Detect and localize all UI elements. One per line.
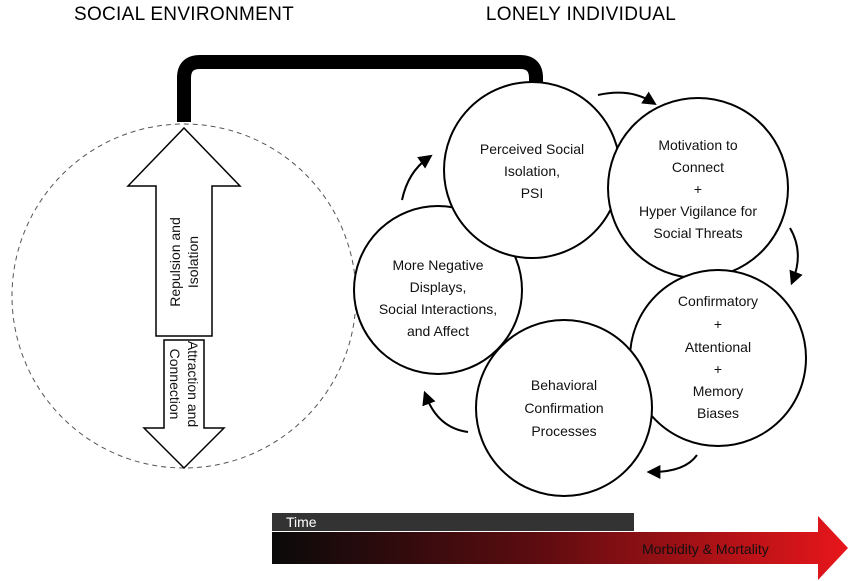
svg-text:Isolation: Isolation	[185, 236, 201, 288]
attraction-connection-label: Attraction and Connection	[167, 341, 201, 427]
svg-text:More Negative: More Negative	[392, 257, 483, 273]
psi-text: Perceived Social Isolation, PSI	[480, 141, 584, 201]
svg-text:Attraction and: Attraction and	[185, 341, 201, 427]
cycle-arrow-motivation-to-biases	[789, 227, 803, 286]
svg-text:Connect: Connect	[672, 159, 724, 175]
svg-text:Confirmation: Confirmation	[524, 400, 603, 416]
social-environment-header: SOCIAL ENVIRONMENT	[74, 4, 294, 25]
outcome-label: Morbidity & Mortality	[642, 541, 769, 557]
negative-displays-text: More Negative Displays, Social Interacti…	[379, 257, 497, 339]
motivation-text: Motivation to Connect + Hyper Vigilance …	[639, 137, 757, 241]
svg-text:+: +	[714, 361, 722, 377]
morbidity-mortality-arrow	[272, 516, 848, 580]
time-bar	[272, 513, 634, 531]
svg-text:+: +	[714, 316, 722, 332]
lonely-individual-header: LONELY INDIVIDUAL	[486, 4, 676, 25]
svg-text:Social Interactions,: Social Interactions,	[379, 301, 497, 317]
cycle-arrow-biases-to-behavioral	[646, 454, 698, 479]
connector-arrow	[177, 55, 543, 122]
svg-text:Confirmatory: Confirmatory	[678, 293, 758, 309]
svg-text:Motivation to: Motivation to	[658, 137, 738, 153]
svg-text:Attentional: Attentional	[685, 339, 751, 355]
cycle-arrow-negative-to-psi	[401, 154, 433, 201]
behavioral-circle	[475, 319, 653, 497]
time-label: Time	[286, 514, 317, 530]
repulsion-isolation-arrow	[126, 126, 242, 337]
negative-displays-circle	[353, 205, 523, 375]
svg-text:Memory: Memory	[693, 383, 744, 399]
svg-text:Biases: Biases	[697, 405, 739, 421]
behavioral-text: Behavioral Confirmation Processes	[524, 377, 603, 439]
biases-text: Confirmatory + Attentional + Memory Bias…	[678, 293, 758, 421]
cycle-arrow-psi-to-motivation	[597, 91, 657, 106]
svg-text:Behavioral: Behavioral	[531, 377, 597, 393]
svg-text:Displays,: Displays,	[410, 279, 467, 295]
svg-text:Repulsion and: Repulsion and	[167, 217, 183, 307]
svg-text:+: +	[694, 181, 702, 197]
attraction-connection-arrow	[142, 339, 226, 470]
svg-text:Processes: Processes	[531, 423, 596, 439]
svg-text:PSI: PSI	[521, 185, 544, 201]
svg-text:Perceived Social: Perceived Social	[480, 141, 584, 157]
svg-text:Social Threats: Social Threats	[653, 225, 742, 241]
cycle-arrow-behavioral-to-negative	[422, 390, 469, 433]
svg-text:Connection: Connection	[167, 349, 183, 420]
svg-text:Isolation,: Isolation,	[504, 163, 560, 179]
svg-text:Hyper Vigilance for: Hyper Vigilance for	[639, 203, 757, 219]
svg-text:and Affect: and Affect	[407, 323, 469, 339]
repulsion-isolation-label: Repulsion and Isolation	[167, 217, 201, 307]
